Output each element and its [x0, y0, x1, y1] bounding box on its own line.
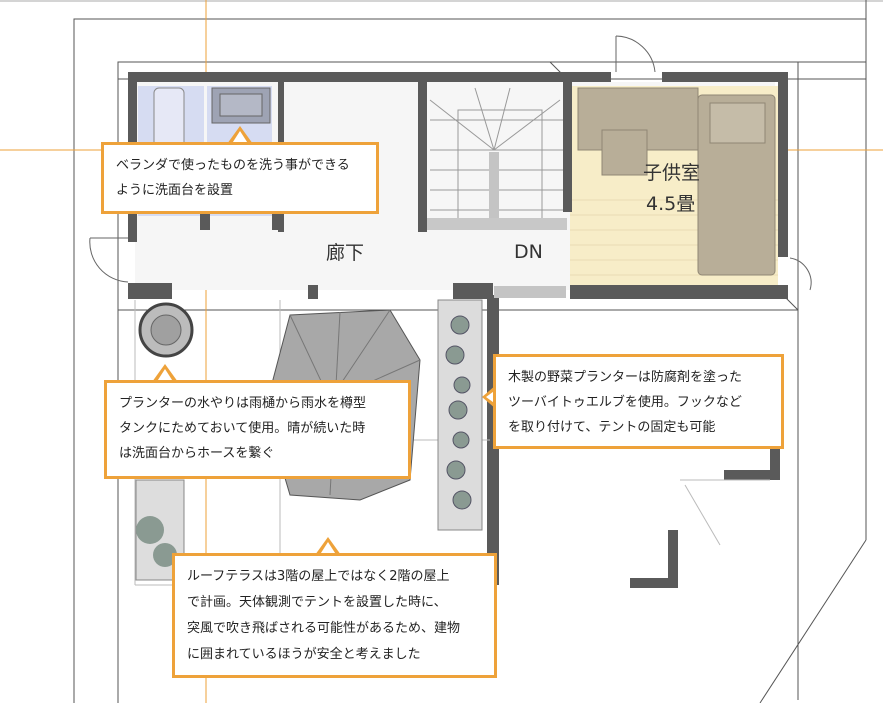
callout-rain-barrel: プランターの水やりは雨樋から雨水を樽型 タンクにためておいて使用。晴が続いた時 … — [104, 380, 411, 479]
callout-vegetable-planter: 木製の野菜プランターは防腐剤を塗った ツーバイトゥエルブを使用。フックなど を取… — [493, 354, 784, 449]
room-size-kids-room: 4.5畳 — [646, 193, 696, 215]
callout-wash-basin: ベランダで使ったものを洗う事ができる ように洗面台を設置 — [101, 142, 379, 214]
room-label-kids-room: 子供室 — [643, 162, 701, 184]
callout-pointer — [482, 385, 497, 409]
room-label-corridor: 廊下 — [326, 242, 365, 264]
callout-pointer — [152, 364, 178, 383]
callout-pointer — [315, 537, 341, 556]
callout-roof-terrace: ルーフテラスは3階の屋上ではなく2階の屋上 で計画。天体観測でテントを設置した時… — [172, 553, 497, 678]
callout-pointer — [227, 126, 253, 145]
chair — [601, 129, 648, 176]
stairs-down-label: DN — [514, 241, 543, 263]
